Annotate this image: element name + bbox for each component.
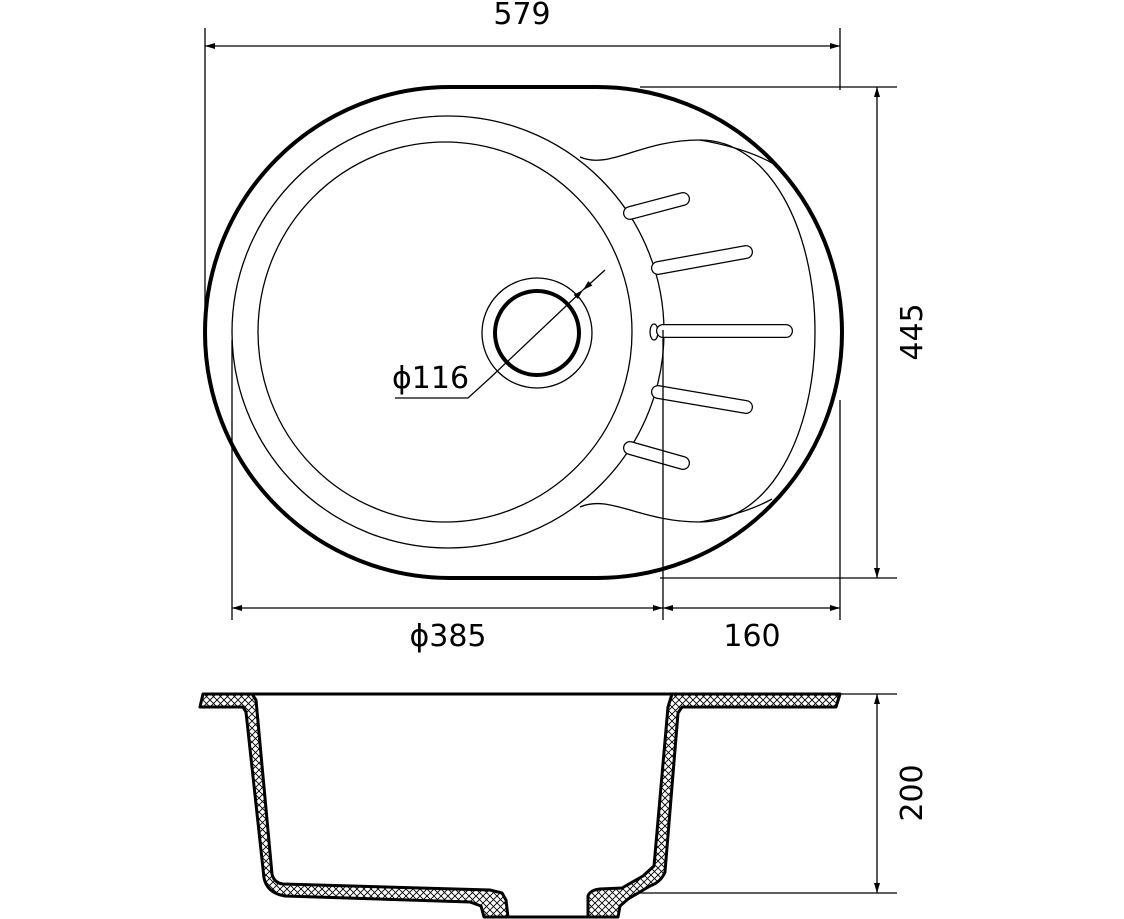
depth-dimension: 445 (640, 86, 930, 579)
drain-diameter-label: ϕ116 (392, 361, 469, 396)
overall-width-label: 579 (493, 0, 550, 32)
slot (651, 385, 753, 414)
drainboard-contour (579, 139, 816, 523)
overall-depth-label: 445 (895, 303, 930, 360)
section-depth-dimension: 200 (640, 693, 930, 894)
drain-ring (481, 277, 593, 389)
drainboard-rim-top (699, 139, 773, 164)
section-depth-label: 200 (895, 764, 930, 821)
drainboard-slots (623, 192, 793, 470)
drainboard-width-label: 160 (723, 619, 780, 654)
bowl-inner (257, 141, 633, 523)
drain-hole (493, 289, 581, 377)
top-view: ϕ116 (203, 85, 844, 580)
sink-outline (203, 85, 844, 580)
slot (623, 441, 690, 470)
drain-diameter-dimension: ϕ116 (392, 269, 606, 399)
section-right-shell (586, 692, 842, 919)
bowl-rim (231, 115, 665, 549)
section-view (198, 692, 842, 919)
bowl-diameter-label: ϕ385 (409, 619, 486, 654)
width-dimension: 579 (204, 0, 841, 330)
bottom-dimensions: ϕ385 160 (231, 330, 841, 654)
slot (651, 245, 753, 275)
slot (623, 192, 690, 220)
section-left-shell (198, 692, 510, 919)
drainboard-rim-bottom (699, 498, 773, 523)
